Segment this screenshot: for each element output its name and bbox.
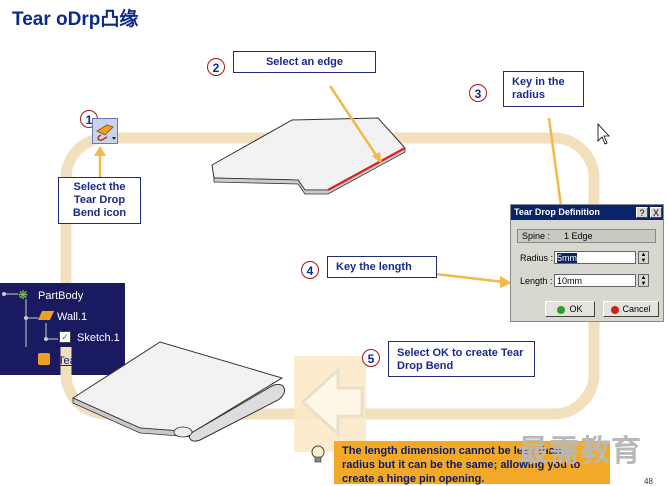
radius-input[interactable]: 5mm: [554, 251, 636, 264]
length-spinner[interactable]: ▲▼: [638, 274, 649, 287]
tree-item-sketch[interactable]: Sketch.1: [77, 332, 120, 344]
radius-label: Radius :: [520, 253, 554, 263]
note-line-3: create a hinge pin opening.: [342, 473, 485, 485]
step4-callout: Key the length: [327, 256, 437, 278]
step-number-2: 2: [207, 58, 225, 76]
selected-edge[interactable]: [327, 147, 406, 191]
step2-callout: Select an edge: [233, 51, 376, 73]
step5-line-1: Select OK to create Tear: [397, 347, 524, 359]
spine-value: 1 Edge: [564, 231, 593, 241]
sheet-metal-part-bottom: [71, 341, 286, 442]
ok-label: OK: [569, 304, 583, 314]
radius-value: 5mm: [557, 253, 577, 263]
light-bulb-icon: [310, 445, 326, 463]
dialog-titlebar[interactable]: Tear Drop Definition: [511, 205, 663, 220]
step5-callout: Select OK to create Tear Drop Bend: [388, 341, 535, 377]
note-line-1: The length dimension cannot be less than: [342, 445, 562, 457]
tree-connectors: [2, 292, 58, 347]
sketch-icon: ✓: [59, 331, 71, 343]
step5-line-2: Drop Bend: [397, 360, 454, 372]
spine-label: Spine :: [522, 231, 551, 241]
help-button[interactable]: ?: [636, 207, 648, 218]
step3-line-2: radius: [512, 89, 546, 101]
partbody-icon: ❋: [18, 288, 29, 302]
radius-spinner[interactable]: ▲▼: [638, 251, 649, 264]
cancel-label: Cancel: [622, 304, 651, 314]
step1-line-2: Tear Drop: [73, 194, 126, 206]
length-label: Length :: [520, 276, 553, 286]
tree-item-tear-drop[interactable]: Tear Drop.1: [58, 355, 116, 367]
cancel-button[interactable]: Cancel: [603, 301, 659, 317]
tree-item-partbody[interactable]: PartBody: [38, 290, 84, 302]
tear-drop-bend-icon[interactable]: [92, 118, 118, 144]
step1-line-1: Select the: [73, 181, 126, 193]
ok-check-icon: [557, 305, 566, 314]
step-number-5: 5: [362, 349, 380, 367]
step-number-3: 3: [469, 84, 487, 102]
big-left-arrow-icon: [300, 366, 364, 438]
tear-drop-bend: [189, 384, 286, 442]
slide-title: Tear oDrp凸缘: [12, 9, 139, 30]
close-button[interactable]: X: [650, 207, 662, 218]
tree-item-wall[interactable]: Wall.1: [57, 311, 88, 323]
watermark: 最需教育: [518, 434, 642, 469]
mouse-cursor-icon: [597, 122, 610, 145]
note-box: The length dimension cannot be less than…: [334, 441, 610, 485]
specification-tree: ❋ PartBody Wall.1 ✓ Sketch.1: [0, 283, 125, 347]
spine-field[interactable]: Spine : 1 Edge: [517, 229, 656, 243]
step1-line-3: Bend icon: [72, 207, 127, 219]
tear-drop-definition-dialog: Tear Drop Definition ? X Spine : 1 Edge …: [510, 204, 664, 322]
step3-line-1: Key in the: [512, 76, 565, 88]
step1-callout: Select the Tear Drop Bend icon: [58, 177, 141, 224]
sheet-metal-part-top: [211, 117, 406, 195]
note-line-2: radius but it can be the same; allowing …: [342, 459, 581, 471]
step-number-4: 4: [301, 261, 319, 279]
step3-callout: Key in the radius: [503, 71, 584, 107]
tear-drop-icon: [38, 353, 50, 365]
ok-button[interactable]: OK: [545, 301, 595, 317]
page-number: 48: [644, 477, 653, 486]
tear-drop-glyph-icon: [96, 124, 116, 141]
cancel-x-icon: [611, 305, 620, 314]
length-input[interactable]: 10mm: [554, 274, 636, 287]
